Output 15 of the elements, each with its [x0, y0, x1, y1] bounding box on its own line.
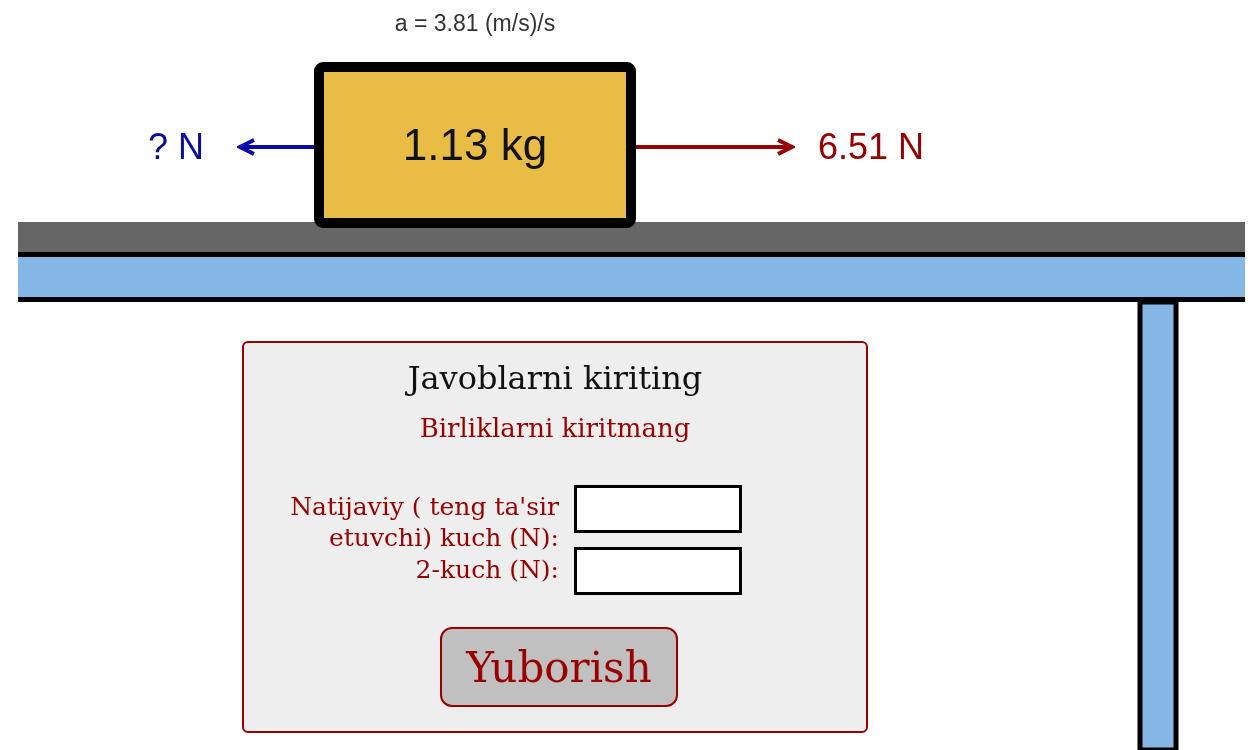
field-label: Natijaviy ( teng ta'sir etuvchi) kuch (N): [289, 491, 559, 553]
force-arrow [238, 138, 314, 156]
field-label: 2-kuch (N): [414, 554, 559, 585]
input-field [574, 485, 742, 533]
mass-label: 1.13 kg [402, 120, 548, 170]
force-arrow [636, 138, 794, 156]
submit-button: Yuborish [440, 627, 678, 707]
panel-subheading: Birliklarni kiritmang [418, 413, 692, 443]
answer-panel [242, 341, 868, 733]
mass-block [314, 62, 636, 228]
panel-heading: Javoblarni kiriting [404, 359, 704, 397]
input-field [574, 547, 742, 595]
acceleration-label: a = 3.81 (m/s)/s [393, 10, 557, 37]
force-label: ? N [140, 122, 240, 172]
force-label: 6.51 N [792, 122, 952, 172]
